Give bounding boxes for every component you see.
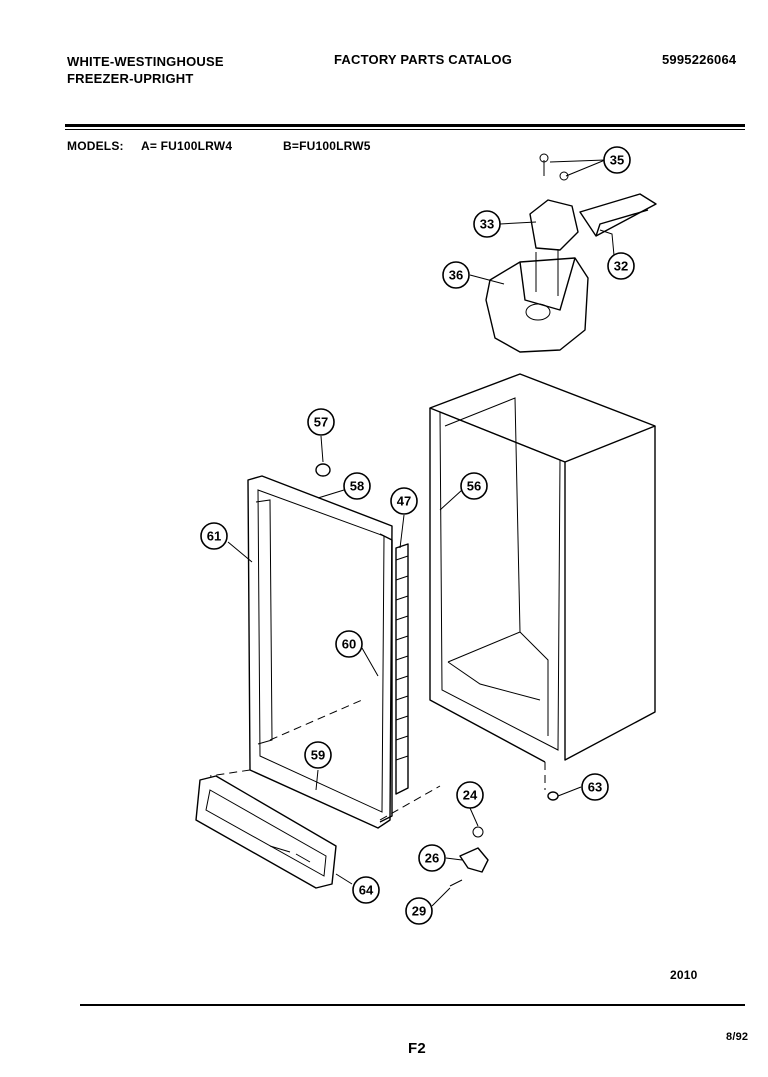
callout-label: 32: [614, 259, 628, 274]
callout-59: 59: [304, 741, 332, 769]
callout-label: 56: [467, 479, 481, 494]
callout-32: 32: [607, 252, 635, 280]
thermostat-housing: [485, 257, 589, 353]
footer-rule: [80, 1004, 745, 1006]
freezer-cabinet: [429, 373, 656, 790]
callout-24: 24: [456, 781, 484, 809]
hinge-assembly: [529, 153, 657, 296]
model-a: A= FU100LRW4: [141, 139, 233, 153]
callout-47: 47: [390, 487, 418, 515]
callout-label: 57: [314, 415, 328, 430]
callout-29: 29: [405, 897, 433, 925]
callout-label: 29: [412, 904, 426, 919]
callout-label: 60: [342, 637, 356, 652]
callout-57: 57: [307, 408, 335, 436]
callout-63: 63: [581, 773, 609, 801]
callout-label: 61: [207, 529, 221, 544]
callout-label: 35: [610, 153, 624, 168]
models-label: MODELS:: [67, 139, 124, 153]
callout-60: 60: [335, 630, 363, 658]
callout-label: 58: [350, 479, 364, 494]
callout-35: 35: [603, 146, 631, 174]
catalog-number: 5995226064: [662, 52, 737, 67]
revision-date: 8/92: [726, 1031, 749, 1043]
alignment-lines: [209, 699, 441, 821]
leader-lines: [227, 159, 616, 907]
callout-label: 33: [480, 217, 494, 232]
callout-64: 64: [352, 876, 380, 904]
header-rule-thin: [65, 129, 745, 130]
model-b: B=FU100LRW5: [283, 139, 371, 153]
brand-name: WHITE-WESTINGHOUSE: [67, 54, 224, 69]
callout-label: 36: [449, 268, 463, 283]
callout-26: 26: [418, 844, 446, 872]
callout-36: 36: [442, 261, 470, 289]
product-type: FREEZER-UPRIGHT: [67, 71, 194, 86]
callout-label: 59: [311, 748, 325, 763]
callout-58: 58: [343, 472, 371, 500]
catalog-title: FACTORY PARTS CATALOG: [334, 52, 513, 67]
callout-56: 56: [460, 472, 488, 500]
callout-33: 33: [473, 210, 501, 238]
callout-label: 63: [588, 780, 602, 795]
callout-label: 64: [359, 883, 374, 898]
callout-label: 47: [397, 494, 411, 509]
callout-label: 24: [463, 788, 478, 803]
page-number: F2: [408, 1040, 426, 1057]
freezer-door: [247, 463, 409, 829]
kickplate: [195, 775, 337, 889]
figure-code: 2010: [670, 968, 698, 982]
callout-label: 26: [425, 851, 439, 866]
header-rule-thick: [65, 124, 745, 127]
callout-61: 61: [200, 522, 228, 550]
